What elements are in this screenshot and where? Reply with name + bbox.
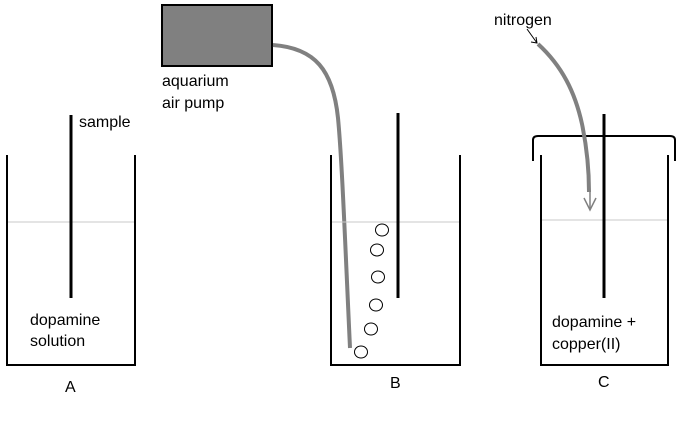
air-bubble xyxy=(371,270,385,284)
air-tube xyxy=(272,43,352,349)
beaker-b-outline xyxy=(330,155,461,366)
sample-label: sample xyxy=(79,114,131,131)
air-bubble xyxy=(370,243,384,257)
beaker-c-outline xyxy=(540,155,669,366)
beaker-c-letter: C xyxy=(598,374,610,391)
beaker-c-content-label-line2: copper(II) xyxy=(552,336,620,353)
beaker-a-content-label-line1: dopamine xyxy=(30,312,100,329)
air-bubbles xyxy=(354,223,389,359)
nitrogen-tube-arrow-icon xyxy=(583,197,597,212)
air-pump-box xyxy=(161,4,273,67)
beaker-b: B xyxy=(330,113,461,392)
beaker-a: sample dopamine solution A xyxy=(6,114,136,396)
beaker-c: nitrogen dopamine + copper(II) C xyxy=(494,12,676,391)
nitrogen-label-arrow-icon xyxy=(526,28,538,44)
nitrogen-tube xyxy=(536,42,591,193)
beaker-b-letter: B xyxy=(390,375,401,392)
air-bubble xyxy=(364,322,378,336)
nitrogen-label: nitrogen xyxy=(494,12,552,29)
air-pump-label-line2: air pump xyxy=(162,95,224,112)
air-bubble xyxy=(375,223,389,237)
air-pump: aquarium air pump xyxy=(161,4,352,349)
air-pump-label-line1: aquarium xyxy=(162,73,229,90)
air-bubble xyxy=(369,298,383,312)
beaker-c-content-label-line1: dopamine + xyxy=(552,314,636,331)
beaker-a-outline xyxy=(6,155,136,366)
beaker-a-letter: A xyxy=(65,379,76,396)
beaker-a-content-label-line2: solution xyxy=(30,333,85,350)
air-bubble xyxy=(354,345,368,359)
